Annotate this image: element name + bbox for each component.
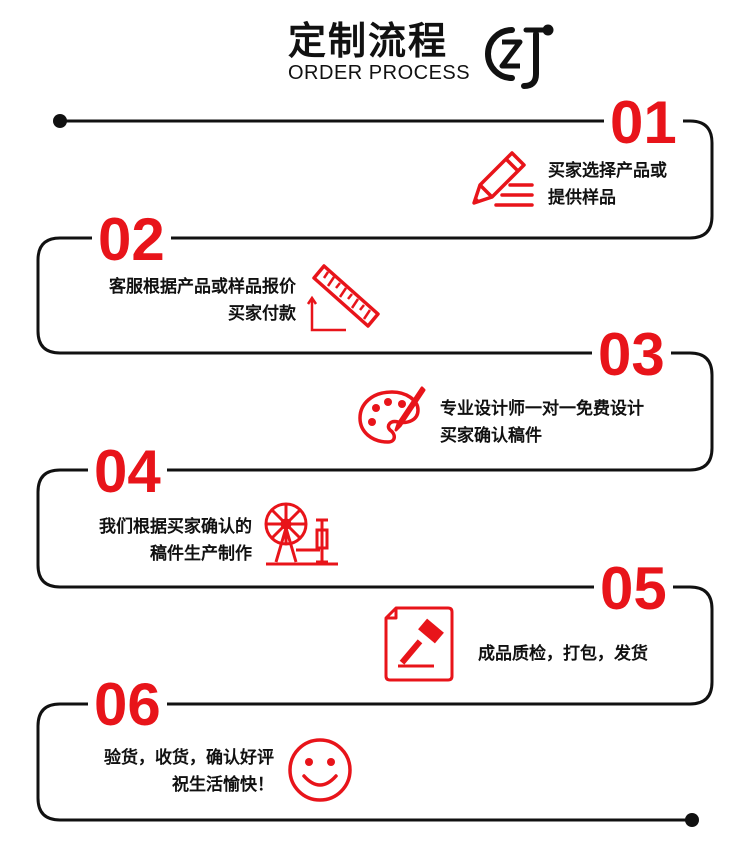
step-text-04: 我们根据买家确认的 稿件生产制作 (40, 514, 252, 568)
step-text-05: 成品质检，打包，发货 (478, 641, 648, 668)
step-line2: 祝生活愉快！ (172, 775, 274, 795)
pencil-icon (472, 151, 534, 207)
step-line2: 稿件生产制作 (150, 544, 252, 564)
page-title: 定制流程 (288, 19, 449, 63)
step-line1: 我们根据买家确认的 (99, 517, 252, 537)
step-text-06: 验货，收货，确认好评 祝生活愉快！ (40, 745, 274, 799)
header: 定制流程 ORDER PROCESS (0, 0, 750, 100)
palette-icon (358, 386, 426, 444)
step-text-02: 客服根据产品或样品报价 买家付款 (40, 274, 296, 328)
spinning-wheel-icon (264, 502, 338, 566)
step-line1: 专业设计师一对一免费设计 (440, 399, 644, 419)
step-number-04: 04 (88, 439, 167, 505)
step-line1: 买家选择产品或 (548, 161, 667, 181)
step-line1: 成品质检，打包，发货 (478, 644, 648, 664)
step-number-06: 06 (88, 672, 167, 738)
ruler-icon (306, 264, 380, 332)
step-line1: 验货，收货，确认好评 (104, 748, 274, 768)
page-subtitle: ORDER PROCESS (288, 62, 471, 84)
czj-logo (485, 24, 554, 89)
step-line2: 买家付款 (228, 304, 296, 324)
step-text-01: 买家选择产品或 提供样品 (548, 158, 667, 212)
step-number-01: 01 (604, 90, 683, 156)
step-number-05: 05 (594, 556, 673, 622)
step-text-03: 专业设计师一对一免费设计 买家确认稿件 (440, 396, 644, 450)
smiley-icon (288, 738, 352, 802)
inspection-hammer-icon (384, 606, 454, 682)
step-line1: 客服根据产品或样品报价 (109, 277, 296, 297)
step-line2: 提供样品 (548, 188, 616, 208)
step-line2: 买家确认稿件 (440, 426, 542, 446)
step-number-02: 02 (92, 207, 171, 273)
step-number-03: 03 (592, 322, 671, 388)
